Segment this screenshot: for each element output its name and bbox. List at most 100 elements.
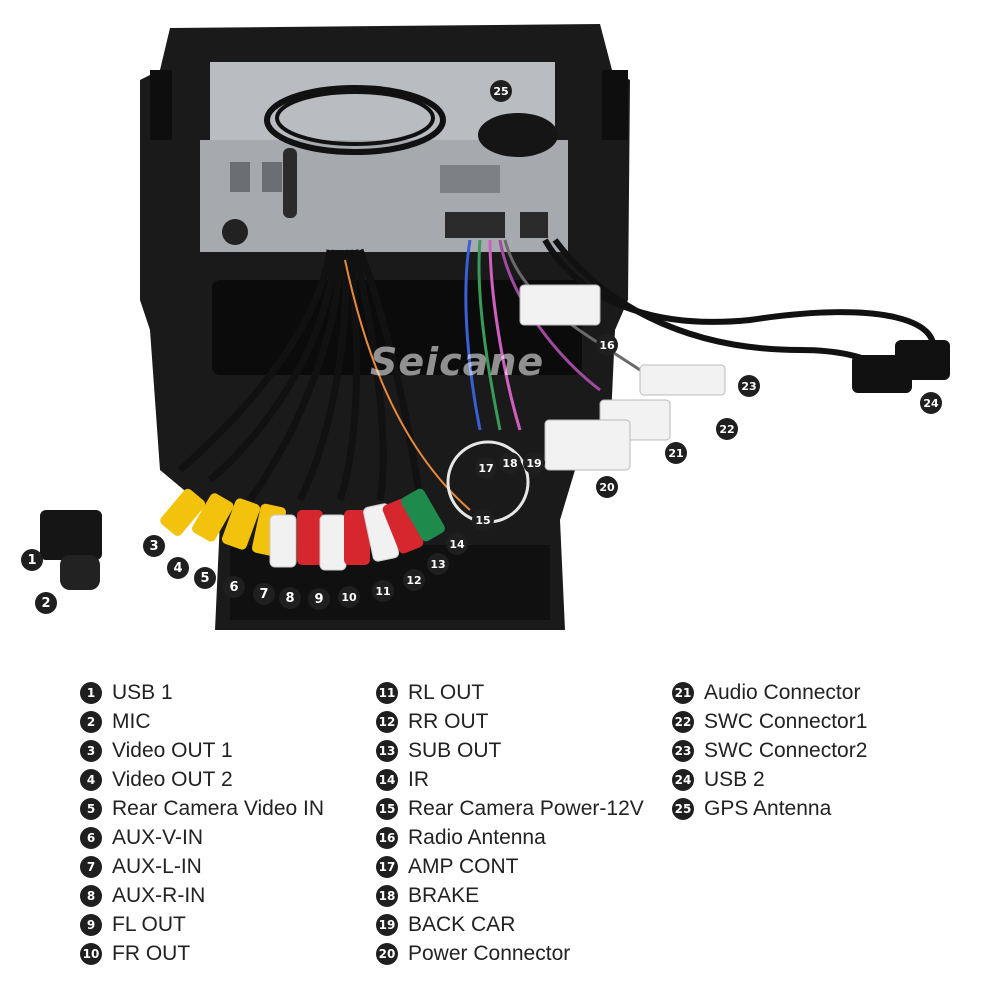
legend-label: SUB OUT bbox=[408, 738, 502, 762]
callout-1: 1 bbox=[21, 549, 43, 571]
legend-number: 17 bbox=[376, 855, 398, 878]
legend-label: SWC Connector2 bbox=[704, 738, 868, 762]
callout-2: 2 bbox=[35, 592, 57, 614]
callout-14: 14 bbox=[446, 533, 468, 555]
legend-label: GPS Antenna bbox=[704, 796, 832, 820]
legend-item: 22 SWC Connector1 bbox=[672, 707, 867, 736]
callout-20: 20 bbox=[596, 476, 618, 498]
legend-label: BRAKE bbox=[408, 883, 480, 907]
legend-number: 20 bbox=[376, 942, 398, 965]
legend-number: 2 bbox=[80, 710, 102, 733]
legend-label: AUX-L-IN bbox=[112, 854, 202, 878]
legend-number: 16 bbox=[376, 826, 398, 849]
legend-number: 8 bbox=[80, 884, 102, 907]
legend-label: RR OUT bbox=[408, 709, 489, 733]
legend-number: 3 bbox=[80, 739, 102, 762]
rca-plugs bbox=[160, 488, 445, 571]
chassis-back bbox=[200, 140, 568, 252]
legend-item: 13 SUB OUT bbox=[376, 736, 644, 765]
callout-25: 25 bbox=[490, 80, 512, 102]
callout-4: 4 bbox=[167, 557, 189, 579]
legend-item: 12 RR OUT bbox=[376, 707, 644, 736]
legend-item: 18 BRAKE bbox=[376, 881, 644, 910]
legend-number: 13 bbox=[376, 739, 398, 762]
legend-label: AUX-R-IN bbox=[112, 883, 206, 907]
legend-item: 19 BACK CAR bbox=[376, 910, 644, 939]
legend-label: Rear Camera Video IN bbox=[112, 796, 325, 820]
legend-number: 10 bbox=[80, 942, 102, 965]
legend-number: 9 bbox=[80, 913, 102, 936]
usb1-plug bbox=[40, 510, 102, 560]
legend-number: 4 bbox=[80, 768, 102, 791]
watermark: Seicane bbox=[370, 340, 545, 384]
callout-12: 12 bbox=[403, 569, 425, 591]
legend-item: 8 AUX-R-IN bbox=[80, 881, 324, 910]
legend-label: IR bbox=[408, 767, 429, 791]
legend-label: Video OUT 2 bbox=[112, 767, 233, 791]
legend-number: 12 bbox=[376, 710, 398, 733]
legend-item: 24 USB 2 bbox=[672, 765, 867, 794]
legend-label: AUX-V-IN bbox=[112, 825, 204, 849]
callout-6: 6 bbox=[223, 576, 245, 598]
legend-number: 7 bbox=[80, 855, 102, 878]
legend-number: 24 bbox=[672, 768, 694, 791]
legend-item: 25 GPS Antenna bbox=[672, 794, 867, 823]
callout-24: 24 bbox=[920, 392, 942, 414]
callout-8: 8 bbox=[279, 587, 301, 609]
legend-item: 6 AUX-V-IN bbox=[80, 823, 324, 852]
callout-11: 11 bbox=[372, 580, 394, 602]
legend-item: 23 SWC Connector2 bbox=[672, 736, 867, 765]
legend-label: Video OUT 1 bbox=[112, 738, 233, 762]
callout-13: 13 bbox=[427, 553, 449, 575]
legend-number: 18 bbox=[376, 884, 398, 907]
legend-item: 16 Radio Antenna bbox=[376, 823, 644, 852]
legend-item: 4 Video OUT 2 bbox=[80, 765, 324, 794]
legend-number: 5 bbox=[80, 797, 102, 820]
callout-21: 21 bbox=[665, 442, 687, 464]
legend-number: 1 bbox=[80, 681, 102, 704]
callout-10: 10 bbox=[338, 586, 360, 608]
callout-5: 5 bbox=[194, 567, 216, 589]
legend-label: USB 2 bbox=[704, 767, 765, 791]
product-photo: Seicane 1 2 3 4 5 6 7 8 9 10 11 12 13 14… bbox=[21, 24, 950, 630]
legend-item: 14 IR bbox=[376, 765, 644, 794]
legend-label: BACK CAR bbox=[408, 912, 516, 936]
callout-15: 15 bbox=[472, 509, 494, 531]
callout-17: 17 bbox=[475, 457, 497, 479]
legend-label: Power Connector bbox=[408, 941, 571, 965]
legend-number: 21 bbox=[672, 681, 694, 704]
legend-item: 17 AMP CONT bbox=[376, 852, 644, 881]
legend-label: Radio Antenna bbox=[408, 825, 546, 849]
callout-19: 19 bbox=[523, 452, 545, 474]
legend-number: 25 bbox=[672, 797, 694, 820]
legend-number: 14 bbox=[376, 768, 398, 791]
callout-22: 22 bbox=[716, 418, 738, 440]
legend-item: 7 AUX-L-IN bbox=[80, 852, 324, 881]
legend-number: 11 bbox=[376, 681, 398, 704]
legend-label: MIC bbox=[112, 709, 151, 733]
legend-label: FL OUT bbox=[112, 912, 186, 936]
legend-number: 23 bbox=[672, 739, 694, 762]
callout-16: 16 bbox=[596, 334, 618, 356]
gps-puck bbox=[478, 113, 558, 157]
callout-9: 9 bbox=[308, 588, 330, 610]
callout-18: 18 bbox=[499, 452, 521, 474]
callout-23: 23 bbox=[738, 375, 760, 397]
callout-3: 3 bbox=[143, 535, 165, 557]
legend-number: 22 bbox=[672, 710, 694, 733]
legend-label: SWC Connector1 bbox=[704, 709, 868, 733]
head-unit-illustration bbox=[40, 24, 950, 630]
legend-number: 15 bbox=[376, 797, 398, 820]
legend-number: 19 bbox=[376, 913, 398, 936]
legend-label: AMP CONT bbox=[408, 854, 519, 878]
legend-number: 6 bbox=[80, 826, 102, 849]
legend-item: 3 Video OUT 1 bbox=[80, 736, 324, 765]
mic-plug bbox=[60, 555, 100, 590]
